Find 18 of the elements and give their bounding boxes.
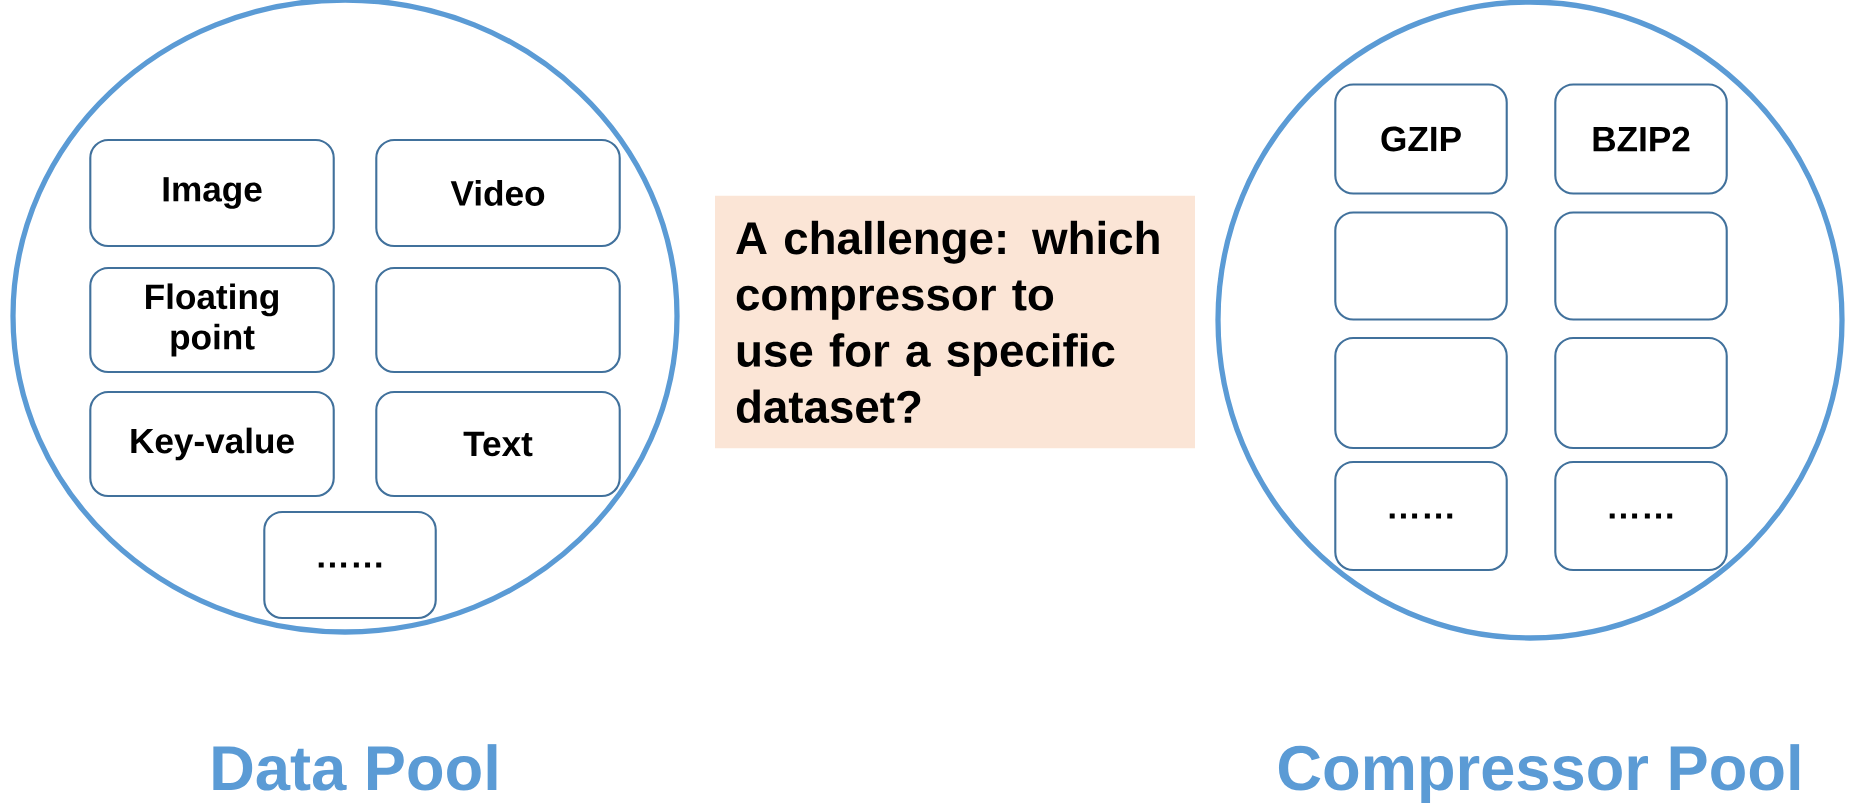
type-box: Video [375,138,621,248]
type-box: Floating point [89,266,335,374]
challenge-banner: A challenge: which compressor to use for a specific dataset? [715,195,1195,449]
type-box: …… [1554,460,1728,572]
type-box: …… [1334,460,1508,572]
box [1554,336,1728,450]
type-box: Key-value [89,390,335,498]
type-box: BZIP2 [1554,83,1728,195]
pool-heading: Compressor Pool [1278,744,1800,804]
pool-heading: Data Pool [213,744,497,791]
box [375,266,621,374]
type-box: Text [375,390,621,498]
box [1334,211,1508,321]
type-box: Image [89,138,335,248]
box [1334,336,1508,450]
type-box: …… [263,510,437,620]
type-box: GZIP [1334,83,1508,195]
box [1554,211,1728,321]
